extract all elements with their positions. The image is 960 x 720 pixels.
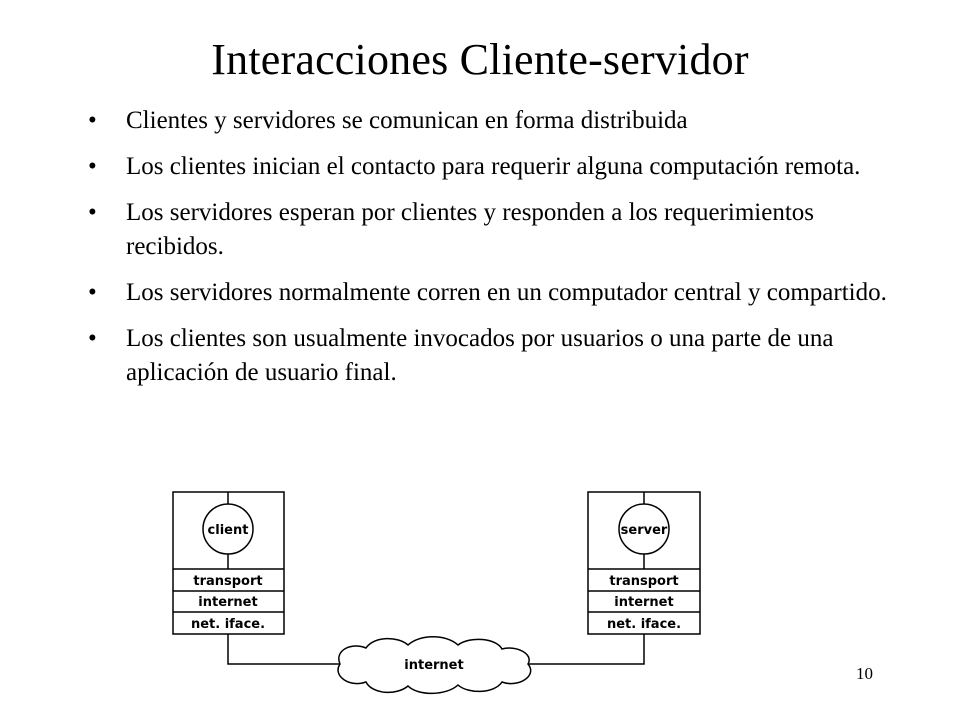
- internet-cloud-label: internet: [404, 658, 463, 673]
- server-transport-label: transport: [609, 574, 678, 589]
- client-link-line: [227, 634, 342, 665]
- bullet-item: Los clientes inician el contacto para re…: [88, 150, 888, 184]
- client-netiface-label: net. iface.: [191, 617, 265, 632]
- client-internet-label: internet: [198, 595, 257, 610]
- internet-cloud-icon: [337, 636, 532, 695]
- slide-title: Interacciones Cliente-servidor: [211, 35, 749, 84]
- bullet-item: Los servidores normalmente corren en un …: [88, 276, 888, 310]
- server-internet-label: internet: [614, 595, 673, 610]
- client-transport-label: transport: [193, 574, 262, 589]
- bullet-text: Los clientes inician el contacto para re…: [126, 153, 861, 180]
- server-app-circle: [618, 503, 670, 555]
- client-stack: [172, 491, 285, 635]
- page-number: 10: [856, 664, 873, 683]
- client-app-circle: [202, 503, 254, 555]
- bullet-list: Clientes y servidores se comunican en fo…: [88, 104, 888, 402]
- bullet-text: Los servidores esperan por clientes y re…: [126, 199, 814, 260]
- server-app-label: server: [621, 523, 668, 538]
- server-netiface-label: net. iface.: [607, 617, 681, 632]
- bullet-text: Clientes y servidores se comunican en fo…: [126, 107, 688, 134]
- bullet-item: Los clientes son usualmente invocados po…: [88, 322, 888, 390]
- bullet-text: Los clientes son usualmente invocados po…: [126, 325, 834, 386]
- bullet-item: Los servidores esperan por clientes y re…: [88, 196, 888, 264]
- server-link-line: [525, 634, 645, 665]
- server-stack: [587, 491, 701, 635]
- bullet-text: Los servidores normalmente corren en un …: [126, 279, 887, 306]
- client-app-label: client: [208, 523, 249, 538]
- bullet-item: Clientes y servidores se comunican en fo…: [88, 104, 888, 138]
